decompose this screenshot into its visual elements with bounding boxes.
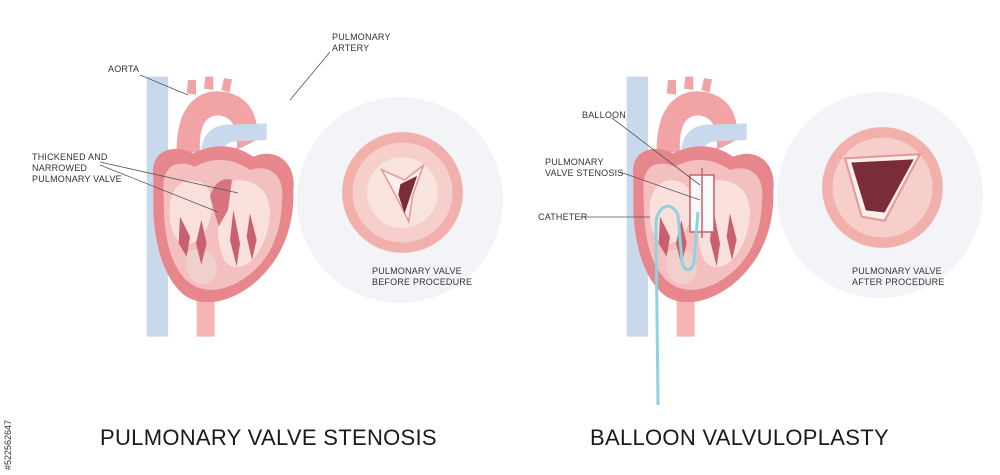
- right-panel: [580, 76, 983, 406]
- balloon-label: BALLOON: [582, 110, 626, 120]
- balloon: [689, 168, 715, 238]
- thickened-valve-label-line2: NARROWED: [32, 163, 88, 173]
- stock-id: #522562647: [3, 419, 13, 470]
- aorta-label: AORTA: [108, 64, 140, 74]
- pulmonary-artery-label-line2: ARTERY: [332, 43, 370, 53]
- left-panel-title: PULMONARY VALVE STENOSIS: [100, 425, 437, 450]
- thickened-valve-label: THICKENED AND NARROWED PULMONARY VALVE: [32, 152, 122, 185]
- valve-after-inset: [821, 126, 944, 249]
- valve-before-caption-line1: PULMONARY VALVE: [372, 266, 462, 276]
- right-panel-title: BALLOON VALVULOPLASTY: [590, 425, 889, 450]
- catheter: [654, 204, 700, 406]
- left-panel: [99, 51, 503, 337]
- stenosis-label-line2: VALVE STENOSIS: [545, 168, 624, 178]
- left-leader-lines: [99, 51, 331, 213]
- valve-before-inset: [341, 131, 464, 254]
- valve-before-caption-line2: BEFORE PROCEDURE: [372, 277, 473, 287]
- right-leader-lines: [580, 117, 701, 218]
- valve-after-caption-line2: AFTER PROCEDURE: [852, 277, 945, 287]
- valve-before-caption: PULMONARY VALVE BEFORE PROCEDURE: [372, 266, 472, 288]
- stenosis-label-line1: PULMONARY: [545, 157, 604, 167]
- stenosis-label: PULMONARY VALVE STENOSIS: [545, 157, 624, 179]
- catheter-label: CATHETER: [538, 212, 588, 222]
- valve-after-caption: PULMONARY VALVE AFTER PROCEDURE: [852, 266, 945, 288]
- pulmonary-artery-label: PULMONARY ARTERY: [332, 32, 391, 54]
- pulmonary-artery-label-line1: PULMONARY: [332, 32, 391, 42]
- thickened-valve-label-line3: PULMONARY VALVE: [32, 174, 122, 184]
- valve-after-caption-line1: PULMONARY VALVE: [852, 266, 942, 276]
- thickened-valve-label-line1: THICKENED AND: [32, 152, 108, 162]
- heart-stenosis-drawing: [146, 76, 294, 337]
